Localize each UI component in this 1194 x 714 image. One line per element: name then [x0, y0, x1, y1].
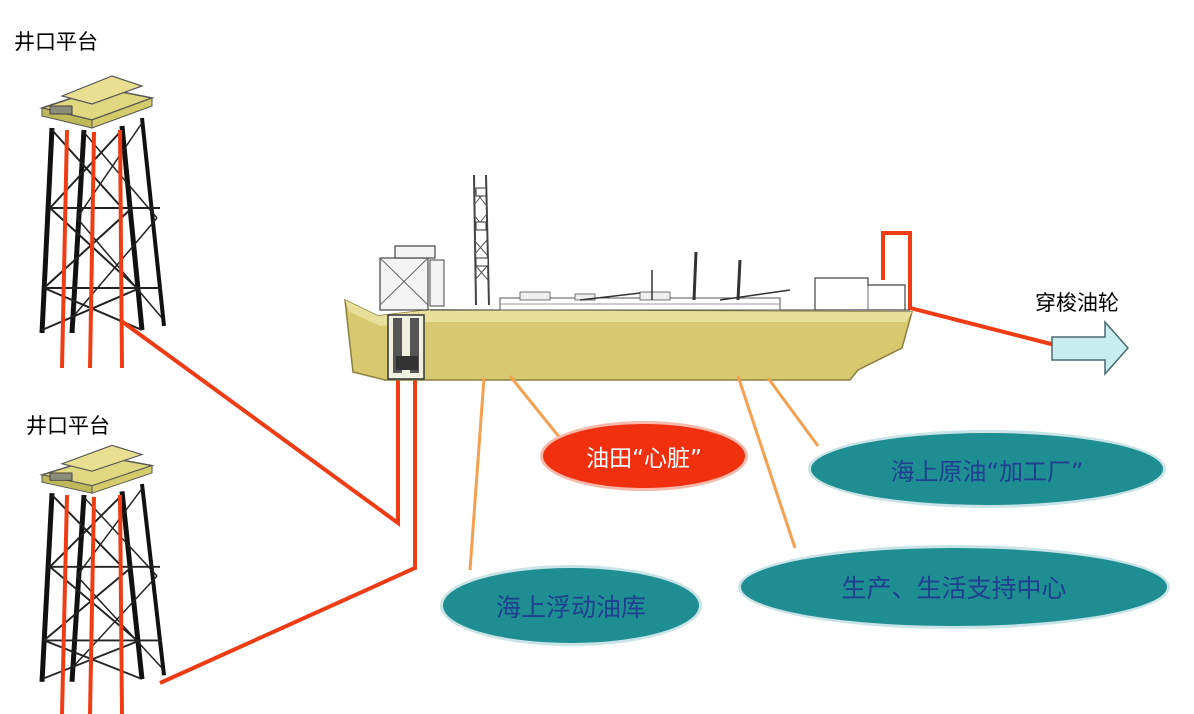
platform-bottom-icon — [42, 445, 164, 714]
platform-top-label: 井口平台 — [14, 30, 98, 54]
leader-support — [736, 375, 797, 549]
callout-floating-storage: 海上浮动油库 — [440, 565, 702, 646]
leader-heart — [508, 375, 562, 439]
pipeline-top — [118, 318, 400, 527]
callout-processing-plant: 海上原油“加工厂” — [808, 430, 1166, 508]
shuttle-tanker-label: 穿梭油轮 — [1035, 291, 1119, 315]
pipeline-export — [881, 231, 1056, 347]
export-arrow-icon — [1051, 320, 1130, 376]
pipeline-bottom — [159, 368, 417, 685]
leader-storage — [468, 377, 486, 571]
platform-bottom-label: 井口平台 — [26, 414, 110, 438]
platform-top-icon — [42, 76, 164, 368]
leader-processing — [766, 377, 820, 447]
callout-heart: 油田“心脏” — [540, 421, 748, 491]
fpso-vessel-icon — [344, 174, 913, 381]
callout-support-center: 生产、生活支持中心 — [738, 545, 1170, 629]
